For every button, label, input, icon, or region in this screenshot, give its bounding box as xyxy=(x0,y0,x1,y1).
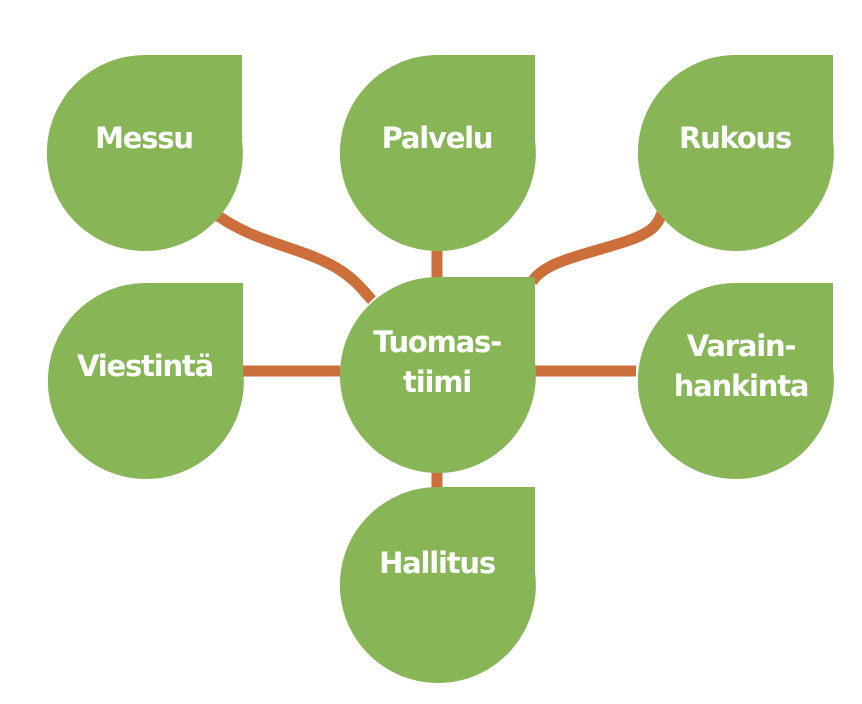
leaf-messu[interactable]: Messu xyxy=(46,55,243,251)
leaf-shape xyxy=(46,55,243,251)
leaf-label: Messu xyxy=(95,121,193,155)
leaf-label: Viestintä xyxy=(77,349,213,383)
leaf-label: Hallitus xyxy=(379,546,495,580)
branch-messu xyxy=(206,205,376,304)
leaf-label: Rukous xyxy=(679,121,791,155)
leaf-shape xyxy=(47,283,244,479)
branch-rukous xyxy=(527,203,670,286)
leaf-label-line1: Varain- xyxy=(687,329,796,363)
leaf-shape xyxy=(637,55,834,251)
leaf-shape xyxy=(339,277,536,473)
leaf-hallitus[interactable]: Hallitus xyxy=(339,487,536,683)
leaf-viestinta[interactable]: Viestintä xyxy=(47,283,244,479)
leaf-label: Palvelu xyxy=(382,121,493,155)
leaf-tuomastiimi[interactable]: Tuomas- tiimi xyxy=(339,277,536,473)
leaf-label-line2: tiimi xyxy=(403,365,471,399)
leaf-label-line2: hankinta xyxy=(674,369,809,403)
leaf-varainhankinta[interactable]: Varain- hankinta xyxy=(637,283,834,479)
leaf-rukous[interactable]: Rukous xyxy=(637,55,834,251)
leaf-shape xyxy=(637,283,834,479)
leaf-label-line1: Tuomas- xyxy=(373,325,501,359)
leaf-shape xyxy=(339,55,536,251)
leaf-palvelu[interactable]: Palvelu xyxy=(339,55,536,251)
leaf-shape xyxy=(339,487,536,683)
